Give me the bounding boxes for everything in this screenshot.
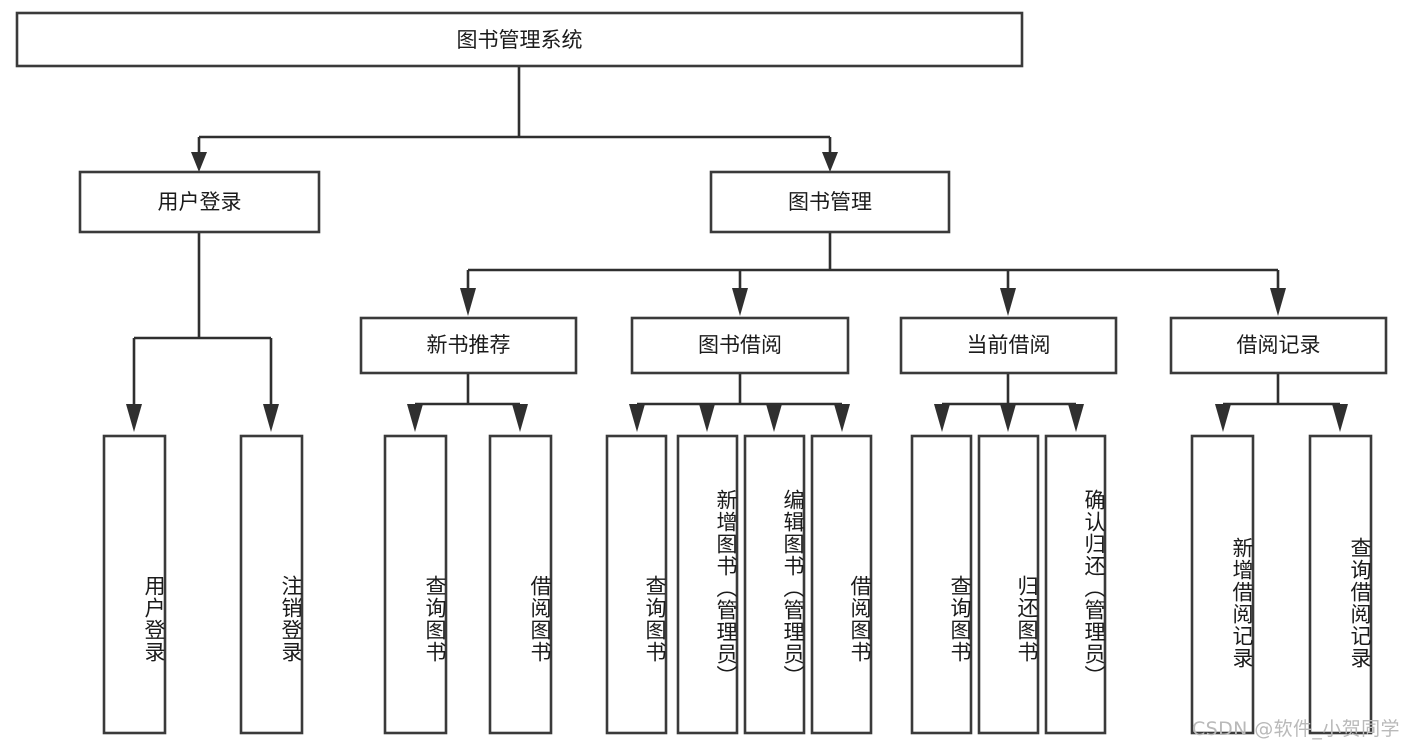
arrow-head-leaf-add-book [699,404,715,432]
node-box-leaf-query-record[interactable] [1308,434,1373,735]
arrow-head-leaf-logout-login [263,404,279,432]
node-label-root: 图书管理系统 [457,28,583,52]
arrow-head-book-borrow [732,288,748,316]
node-box-leaf-edit-book[interactable] [743,434,806,735]
arrow-head-leaf-return-book [1000,404,1016,432]
arrow-head-new-book-recommend [460,288,476,316]
arrow-head-leaf-confirm-return [1068,404,1084,432]
node-label-book-manage: 图书管理 [788,190,872,214]
node-box-leaf-query-book-1[interactable] [383,434,448,735]
node-box-book-borrow[interactable] [630,316,850,375]
connector-layer [126,66,1348,432]
node-label-user-login: 用户登录 [158,190,242,214]
node-label-current-borrow: 当前借阅 [967,333,1051,357]
node-layer: 图书管理系统 用户登录 图书管理 新书推荐 图书借阅 当前借阅 借阅记录 [15,11,1388,735]
node-label-new-book-recommend: 新书推荐 [427,333,511,357]
arrow-head-leaf-borrow-book-2 [834,404,850,432]
arrow-head-leaf-query-book-3 [934,404,950,432]
node-box-leaf-add-record[interactable] [1190,434,1255,735]
node-box-leaf-query-book-3[interactable] [910,434,973,735]
node-box-leaf-user-login[interactable] [102,434,167,735]
node-label-book-borrow: 图书借阅 [698,333,782,357]
node-box-leaf-add-book[interactable] [676,434,739,735]
node-box-leaf-borrow-book-1[interactable] [488,434,553,735]
arrow-head-current-borrow [1000,288,1016,316]
arrow-head-leaf-query-record [1332,404,1348,432]
node-box-root[interactable] [15,11,1024,68]
arrow-head-book-manage [822,152,838,172]
node-box-leaf-logout-login[interactable] [239,434,304,735]
arrow-head-leaf-add-record [1215,404,1231,432]
node-box-book-manage[interactable] [709,170,951,234]
arrow-head-leaf-borrow-book-1 [512,404,528,432]
node-box-leaf-return-book[interactable] [977,434,1040,735]
arrow-head-leaf-query-book-1 [407,404,423,432]
arrow-head-leaf-edit-book [766,404,782,432]
arrow-head-borrow-record [1270,288,1286,316]
node-box-leaf-query-book-2[interactable] [605,434,668,735]
watermark-text: CSDN @软件_小贺同学 [1192,718,1400,740]
node-box-leaf-borrow-book-2[interactable] [810,434,873,735]
node-box-new-book-recommend[interactable] [359,316,578,375]
node-box-borrow-record[interactable] [1169,316,1388,375]
node-box-leaf-confirm-return[interactable] [1044,434,1107,735]
node-box-user-login[interactable] [78,170,321,234]
node-box-current-borrow[interactable] [899,316,1118,375]
arrow-head-user-login [191,152,207,172]
node-label-borrow-record: 借阅记录 [1237,333,1321,357]
arrow-head-leaf-user-login [126,404,142,432]
arrow-head-leaf-query-book-2 [629,404,645,432]
